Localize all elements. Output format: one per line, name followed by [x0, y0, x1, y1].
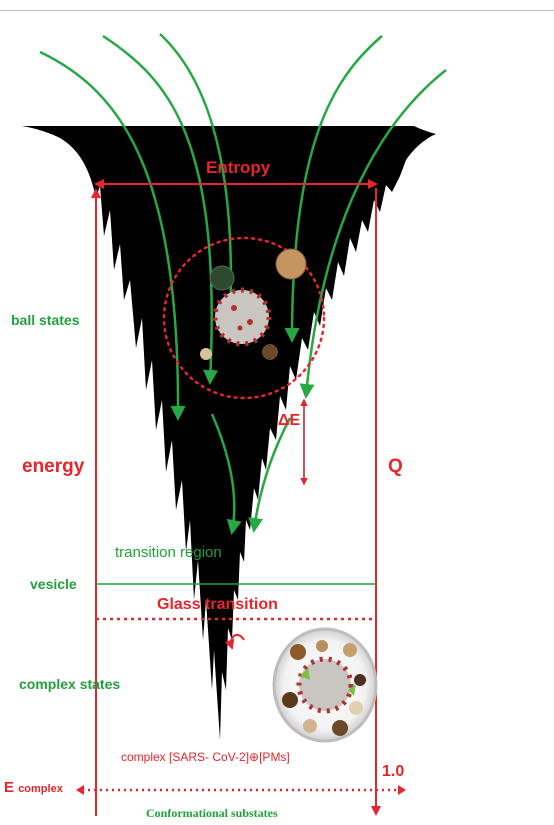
- q-label: Q: [388, 456, 403, 478]
- q-value-label: 1.0: [382, 763, 404, 781]
- curved-arrow: [231, 635, 244, 648]
- complex-cluster: [274, 629, 376, 741]
- glass-transition-label: Glass transition: [157, 596, 278, 614]
- complex-states-label: complex states: [19, 676, 120, 692]
- conformational-substates-label: Conformational substates: [146, 806, 278, 821]
- energy-label: energy: [22, 456, 84, 478]
- e-main: E: [4, 779, 14, 796]
- vesicle-label: vesicle: [30, 576, 77, 592]
- particle-icon: [276, 249, 306, 279]
- delta-e-label: ΔE: [278, 412, 300, 430]
- particle-icon: [200, 348, 212, 360]
- e-sub: complex: [18, 783, 63, 795]
- e-complex-label: E complex: [4, 779, 63, 796]
- complex-formula-label: complex [SARS- CoV-2]⊕[PMs]: [121, 750, 290, 764]
- ball-states-label: ball states: [11, 312, 79, 328]
- coronavirus-icon: [215, 290, 269, 344]
- entropy-label: Entropy: [206, 158, 270, 178]
- transition-region-label: transition region: [115, 544, 222, 561]
- particle-icon: [210, 266, 234, 290]
- particle-icon: [262, 344, 278, 360]
